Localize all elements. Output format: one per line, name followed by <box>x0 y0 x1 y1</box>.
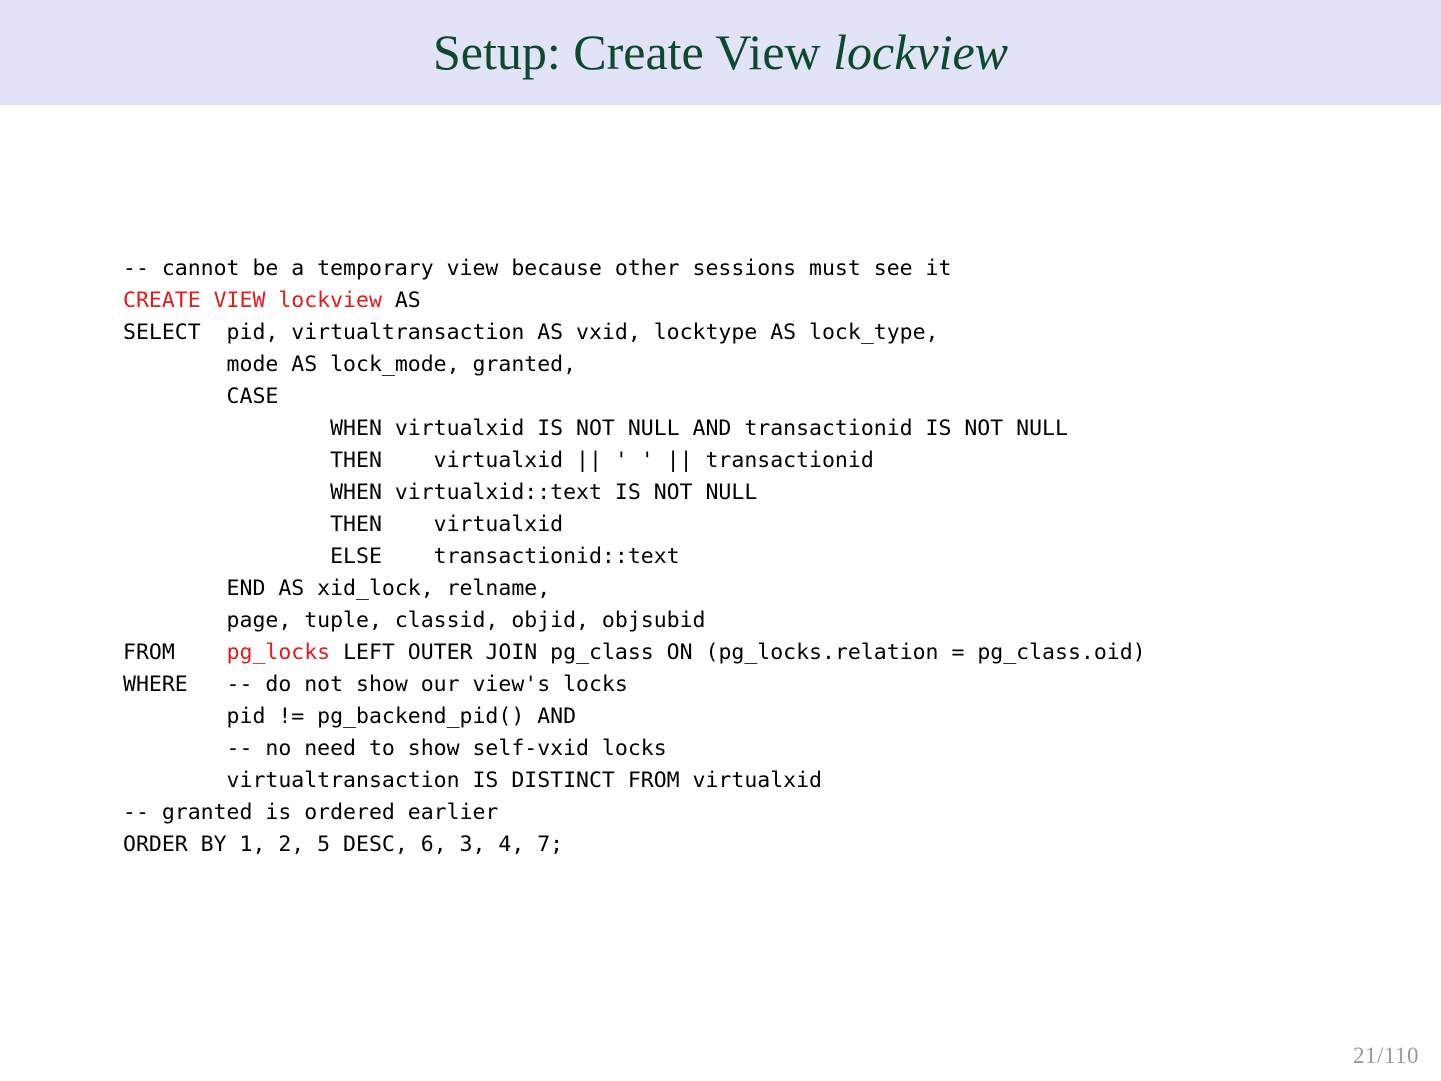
code-line: -- cannot be a temporary view because ot… <box>123 253 1146 285</box>
code-line: ELSE transactionid::text <box>123 541 1146 573</box>
code-text: -- cannot be a temporary view because ot… <box>123 256 952 281</box>
code-text: LEFT OUTER JOIN pg_class ON (pg_locks.re… <box>330 640 1146 665</box>
page-title-emphasis: lockview <box>833 24 1009 80</box>
code-text: pid != pg_backend_pid() AND <box>123 704 577 729</box>
page-title: Setup: Create View lockview <box>0 0 1441 105</box>
code-text: virtualtransaction IS DISTINCT FROM virt… <box>123 768 822 793</box>
code-text: SELECT pid, virtualtransaction AS vxid, … <box>123 320 939 345</box>
code-text: CASE <box>123 384 279 409</box>
code-line: WHERE -- do not show our view's locks <box>123 669 1146 701</box>
code-line: page, tuple, classid, objid, objsubid <box>123 605 1146 637</box>
code-line: virtualtransaction IS DISTINCT FROM virt… <box>123 765 1146 797</box>
code-line: -- granted is ordered earlier <box>123 797 1146 829</box>
code-text: AS <box>381 288 421 313</box>
code-text: -- no need to show self-vxid locks <box>123 736 667 761</box>
sql-code-block: -- cannot be a temporary view because ot… <box>123 253 1146 861</box>
code-keyword: CREATE VIEW lockview <box>123 288 382 313</box>
code-text: page, tuple, classid, objid, objsubid <box>123 608 706 633</box>
code-text: WHEN virtualxid IS NOT NULL AND transact… <box>123 416 1068 441</box>
code-text: WHEN virtualxid::text IS NOT NULL <box>123 480 758 505</box>
code-line: THEN virtualxid <box>123 509 1146 541</box>
code-line: WHEN virtualxid::text IS NOT NULL <box>123 477 1146 509</box>
code-text: ORDER BY 1, 2, 5 DESC, 6, 3, 4, 7; <box>123 832 564 857</box>
code-line: mode AS lock_mode, granted, <box>123 349 1146 381</box>
code-keyword: pg_locks <box>226 640 331 665</box>
page-title-main: Setup: Create View <box>432 24 834 80</box>
code-line: END AS xid_lock, relname, <box>123 573 1146 605</box>
code-line: THEN virtualxid || ' ' || transactionid <box>123 445 1146 477</box>
code-line: SELECT pid, virtualtransaction AS vxid, … <box>123 317 1146 349</box>
code-text: mode AS lock_mode, granted, <box>123 352 577 377</box>
code-line: ORDER BY 1, 2, 5 DESC, 6, 3, 4, 7; <box>123 829 1146 861</box>
code-text: -- granted is ordered earlier <box>123 800 499 825</box>
code-text: END AS xid_lock, relname, <box>123 576 551 601</box>
page-number: 21/110 <box>1352 1043 1419 1068</box>
code-line: CREATE VIEW lockview AS <box>123 285 1146 317</box>
code-text: FROM <box>123 640 227 665</box>
code-text: THEN virtualxid <box>123 512 564 537</box>
code-line: pid != pg_backend_pid() AND <box>123 701 1146 733</box>
code-line: FROM pg_locks LEFT OUTER JOIN pg_class O… <box>123 637 1146 669</box>
code-text: ELSE transactionid::text <box>123 544 680 569</box>
slide-header-bar: Setup: Create View lockview <box>0 0 1441 105</box>
code-line: CASE <box>123 381 1146 413</box>
code-text: WHERE -- do not show our view's locks <box>123 672 628 697</box>
code-line: WHEN virtualxid IS NOT NULL AND transact… <box>123 413 1146 445</box>
code-text: THEN virtualxid || ' ' || transactionid <box>123 448 874 473</box>
code-line: -- no need to show self-vxid locks <box>123 733 1146 765</box>
